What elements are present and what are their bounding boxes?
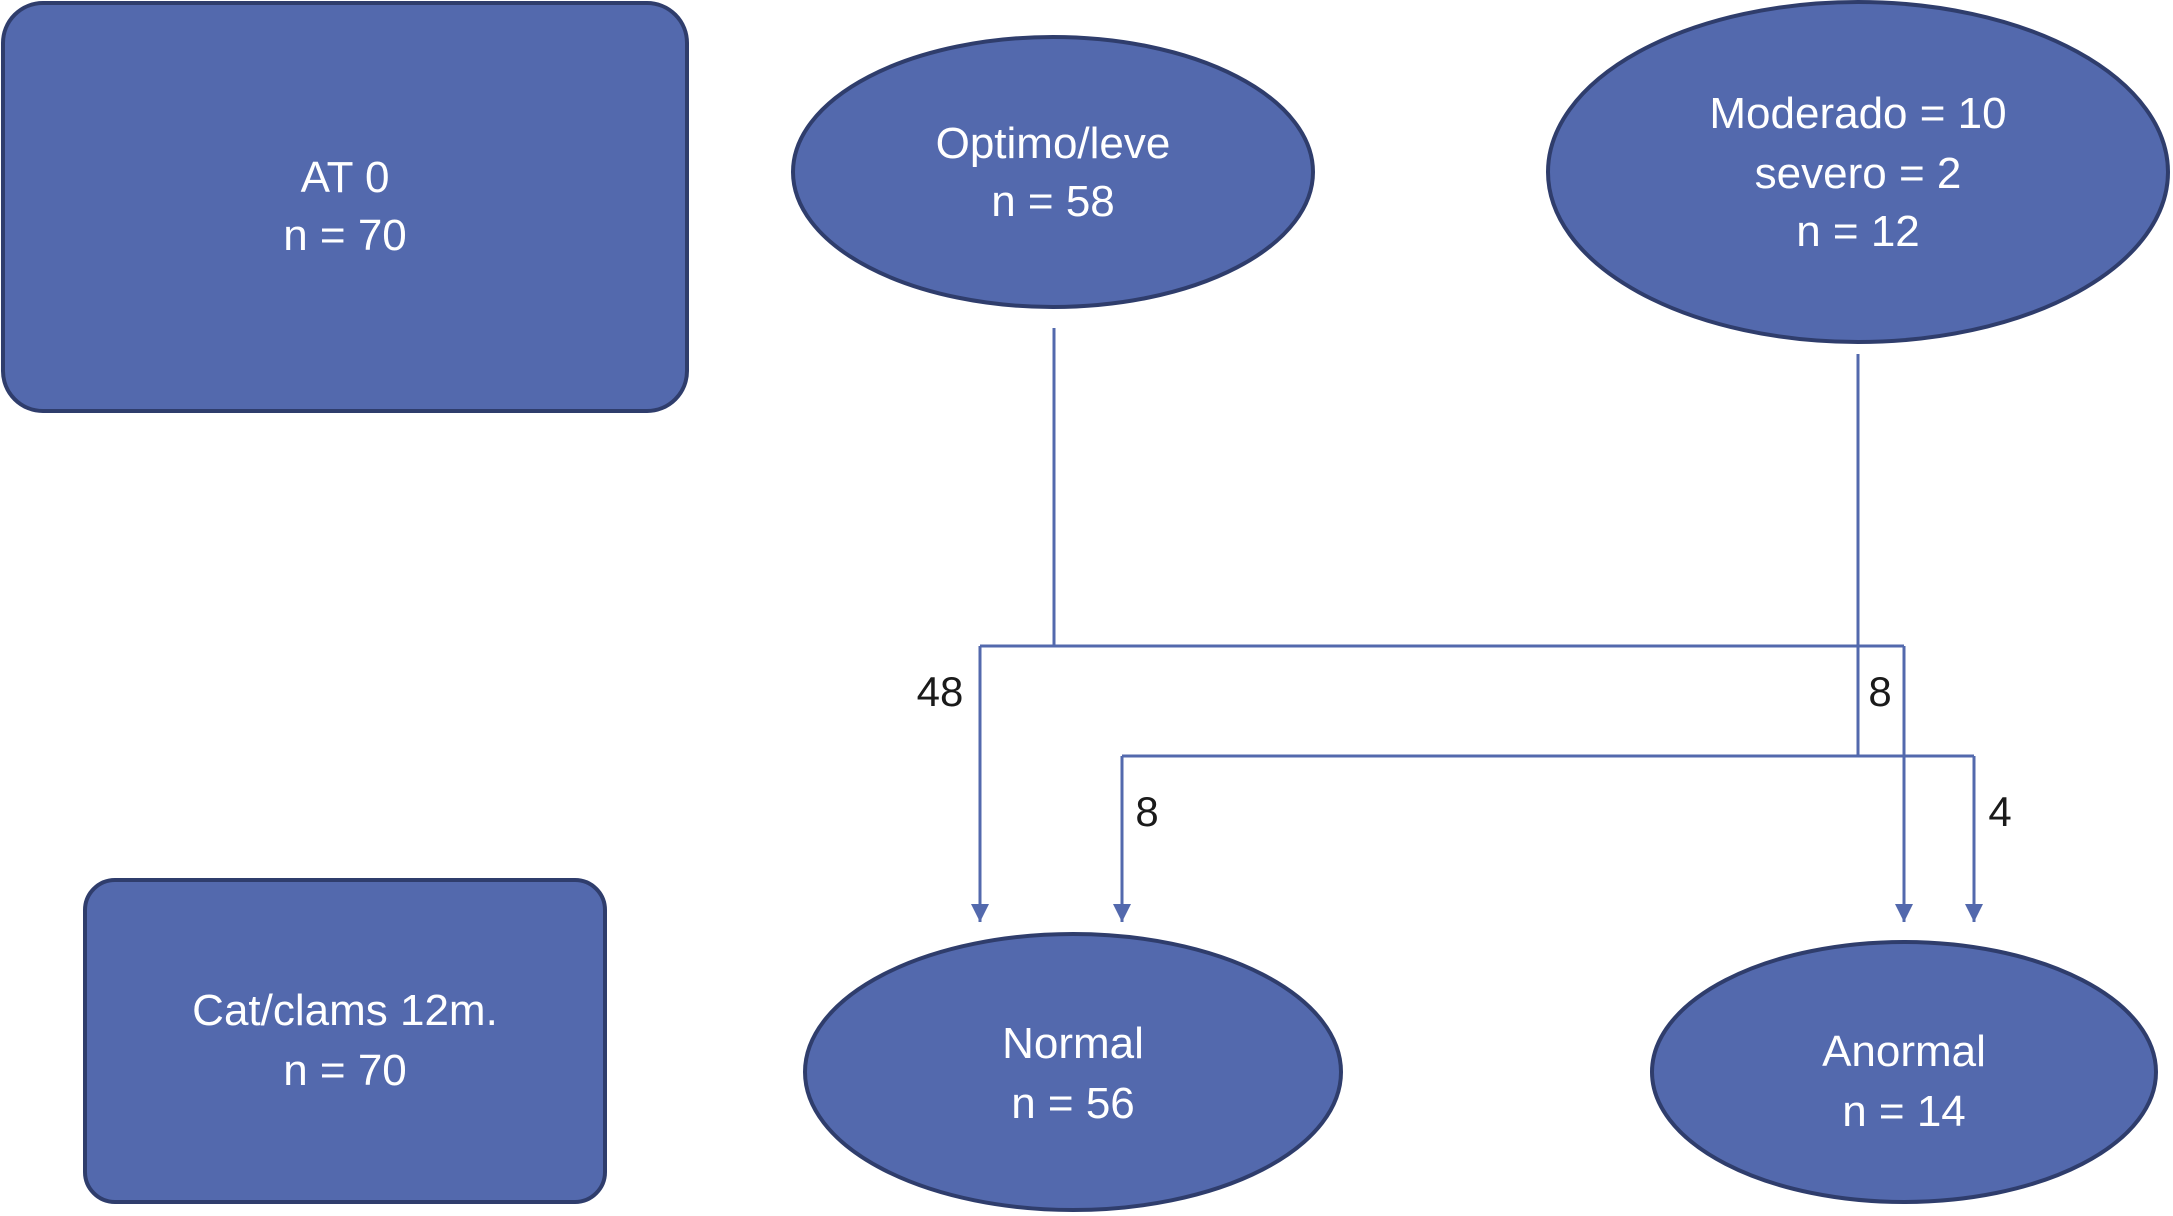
moderado-count: n = 12 — [1796, 207, 1920, 256]
optimo-to-normal-count: 48 — [917, 668, 964, 715]
catclams-box: Cat/clams 12m. n = 70 — [83, 878, 607, 1204]
at0-label: AT 0 — [301, 153, 390, 202]
moderado-label: Moderado = 10 — [1709, 89, 2006, 138]
optimo-connectors — [971, 328, 1913, 922]
at0-box: AT 0 n = 70 — [1, 1, 689, 413]
moderado-connectors — [1113, 354, 1983, 922]
moderado-to-anormal-count: 4 — [1988, 788, 2011, 835]
optimo-node: Optimo/leve n = 58 — [791, 35, 1315, 309]
optimo-count: n = 58 — [991, 177, 1115, 226]
severo-label: severo = 2 — [1755, 149, 1962, 198]
at0-count: n = 70 — [283, 211, 407, 260]
normal-node: Normal n = 56 — [803, 932, 1343, 1212]
moderado-to-normal-count: 8 — [1135, 788, 1158, 835]
normal-count: n = 56 — [1011, 1079, 1135, 1128]
optimo-to-anormal-count: 8 — [1868, 668, 1891, 715]
anormal-count: n = 14 — [1842, 1087, 1966, 1136]
anormal-label: Anormal — [1822, 1027, 1986, 1076]
moderado-node: Moderado = 10 severo = 2 n = 12 — [1546, 0, 2170, 344]
optimo-label: Optimo/leve — [936, 119, 1171, 168]
normal-label: Normal — [1002, 1019, 1144, 1068]
catclams-count: n = 70 — [283, 1046, 407, 1095]
catclams-label: Cat/clams 12m. — [192, 986, 498, 1035]
anormal-node: Anormal n = 14 — [1650, 940, 2158, 1204]
